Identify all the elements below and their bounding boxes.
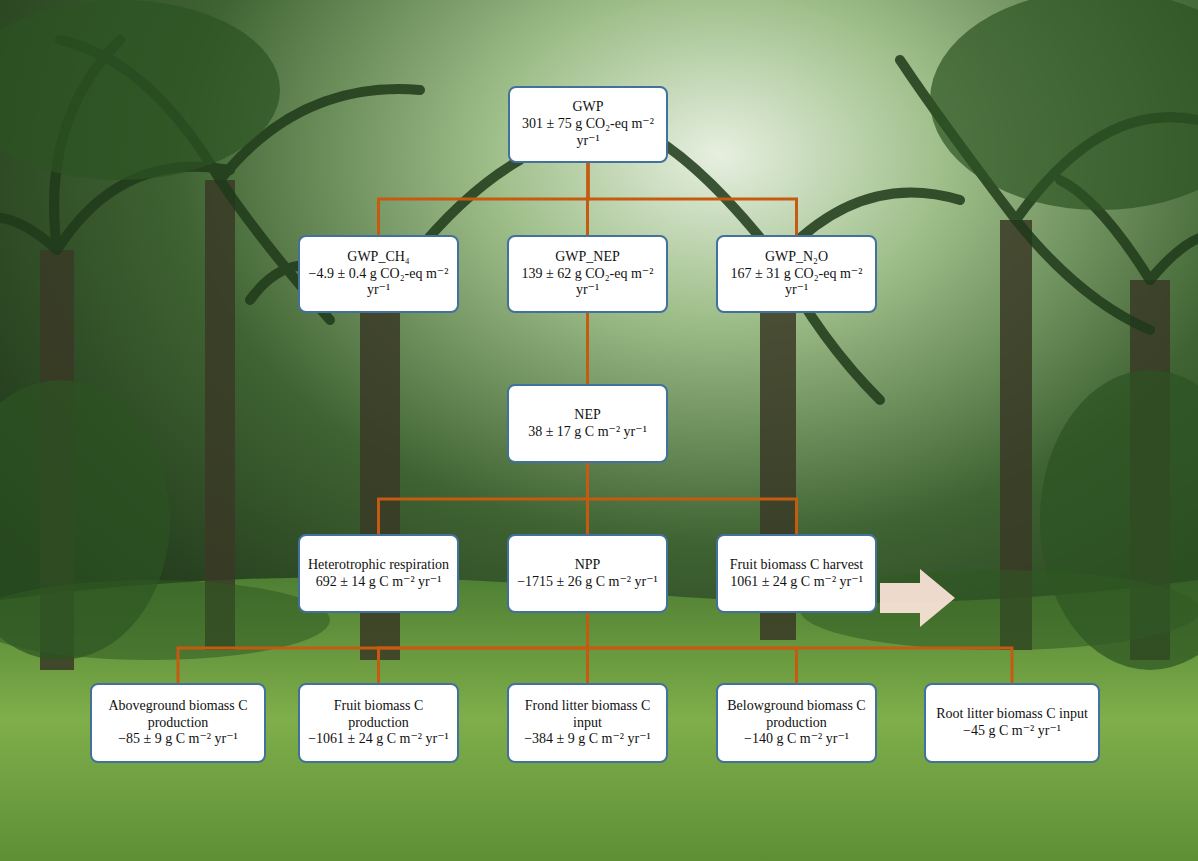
box-heading: GWP_NEP: [555, 249, 620, 266]
box-heading: GWP: [572, 99, 603, 116]
box-heading: Frond litter biomass C input: [515, 698, 660, 732]
connector-line: [379, 613, 588, 683]
flux-value: 301 ± 75 g CO₂-eq m⁻² yr⁻¹: [516, 116, 660, 150]
connector-line: [588, 463, 797, 534]
box-heading: Fruit biomass C harvest: [730, 557, 863, 574]
flux-value: −45 g C m⁻² yr⁻¹: [963, 723, 1061, 740]
flux-box: Fruit biomass C production−1061 ± 24 g C…: [298, 683, 459, 763]
flux-value: −4.9 ± 0.4 g CO₂-eq m⁻² yr⁻¹: [306, 266, 451, 300]
box-heading: NEP: [574, 407, 600, 424]
flux-box: Belowground biomass C production−140 g C…: [716, 683, 877, 763]
box-heading: Belowground biomass C production: [724, 698, 869, 732]
box-heading: Aboveground biomass C production: [98, 698, 258, 732]
flux-box: GWP_NEP139 ± 62 g CO₂-eq m⁻² yr⁻¹: [507, 235, 668, 313]
flux-value: 692 ± 14 g C m⁻² yr⁻¹: [316, 574, 442, 591]
connector-line: [379, 463, 588, 534]
connector-line: [588, 163, 797, 235]
flux-box: NPP−1715 ± 26 g C m⁻² yr⁻¹: [507, 534, 668, 613]
connector-line: [586, 313, 589, 384]
flux-box: Fruit biomass C harvest1061 ± 24 g C m⁻²…: [716, 534, 877, 613]
box-heading: Root litter biomass C input: [936, 706, 1088, 723]
flux-box: NEP38 ± 17 g C m⁻² yr⁻¹: [507, 384, 668, 463]
connector-line: [379, 163, 589, 235]
flux-value: 167 ± 31 g CO₂-eq m⁻² yr⁻¹: [724, 266, 869, 300]
flux-value: 38 ± 17 g C m⁻² yr⁻¹: [528, 424, 647, 441]
flux-value: −85 ± 9 g C m⁻² yr⁻¹: [118, 731, 238, 748]
box-heading: GWP_N₂O: [765, 249, 828, 266]
flux-value: −384 ± 9 g C m⁻² yr⁻¹: [524, 731, 651, 748]
box-heading: GWP_CH₄: [347, 249, 409, 266]
flux-value: 1061 ± 24 g C m⁻² yr⁻¹: [730, 574, 863, 591]
box-heading: Heterotrophic respiration: [308, 557, 449, 574]
flux-value: 139 ± 62 g CO₂-eq m⁻² yr⁻¹: [515, 266, 660, 300]
flux-box: GWP_CH₄−4.9 ± 0.4 g CO₂-eq m⁻² yr⁻¹: [298, 235, 459, 313]
flux-box: GWP_N₂O167 ± 31 g CO₂-eq m⁻² yr⁻¹: [716, 235, 877, 313]
flux-box: GWP301 ± 75 g CO₂-eq m⁻² yr⁻¹: [508, 86, 668, 163]
flux-value: −140 g C m⁻² yr⁻¹: [744, 731, 849, 748]
flux-box: Aboveground biomass C production−85 ± 9 …: [90, 683, 266, 763]
connector-line: [588, 613, 1013, 683]
flux-box: Frond litter biomass C input−384 ± 9 g C…: [507, 683, 668, 763]
connector-line: [178, 613, 588, 683]
flux-value: −1061 ± 24 g C m⁻² yr⁻¹: [308, 731, 449, 748]
harvest-arrow: [880, 569, 955, 627]
flux-value: −1715 ± 26 g C m⁻² yr⁻¹: [517, 574, 658, 591]
box-heading: Fruit biomass C production: [306, 698, 451, 732]
flux-box: Root litter biomass C input−45 g C m⁻² y…: [924, 683, 1100, 763]
flux-box: Heterotrophic respiration692 ± 14 g C m⁻…: [298, 534, 459, 613]
box-heading: NPP: [575, 557, 601, 574]
